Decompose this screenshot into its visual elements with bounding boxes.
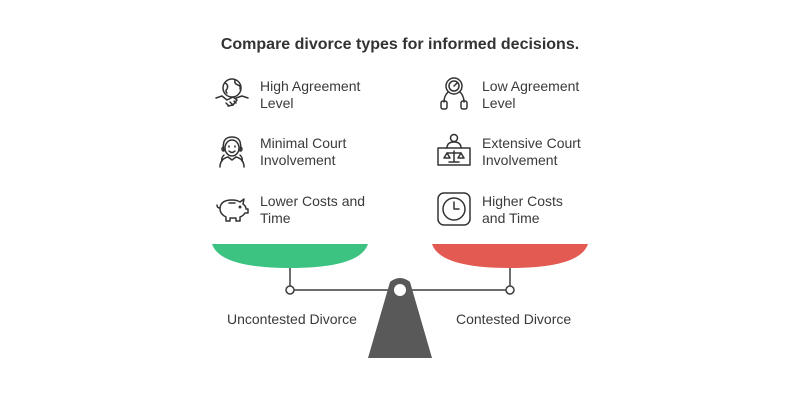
left-beam-joint [285, 285, 295, 295]
left-pan [212, 244, 368, 268]
judge-scales-icon [436, 133, 472, 169]
diagram-title: Compare divorce types for informed decis… [220, 36, 580, 53]
right-item-label: Higher Costs and Time [482, 193, 563, 226]
clock-icon [436, 191, 472, 227]
fulcrum-stand [368, 278, 432, 358]
right-item-agreement: Low Agreement Level [436, 76, 622, 112]
handshake-globe-icon [214, 76, 250, 112]
smiling-person-icon [214, 133, 250, 169]
left-item-label: Lower Costs and Time [260, 193, 366, 226]
left-item-label: Minimal Court Involvement [260, 135, 347, 168]
left-item-court: Minimal Court Involvement [214, 135, 400, 169]
right-item-label: Low Agreement Level [482, 78, 580, 111]
right-item-label: Extensive Court Involvement [482, 135, 581, 168]
left-item-label: High Agreement Level [260, 78, 361, 111]
left-item-agreement: High Agreement Level [214, 78, 400, 112]
pressure-gauge-icon [436, 76, 472, 112]
right-beam-joint [505, 285, 515, 295]
right-pan [432, 244, 588, 268]
uncontested-divorce-label: Uncontested Divorce [227, 311, 357, 327]
contested-divorce-label: Contested Divorce [456, 311, 572, 327]
piggy-bank-icon [214, 191, 250, 227]
right-item-costs: Higher Costs and Time [436, 191, 622, 227]
right-item-court: Extensive Court Involvement [436, 133, 622, 169]
left-item-costs: Lower Costs and Time [214, 193, 400, 227]
fulcrum-pivot [394, 284, 406, 296]
